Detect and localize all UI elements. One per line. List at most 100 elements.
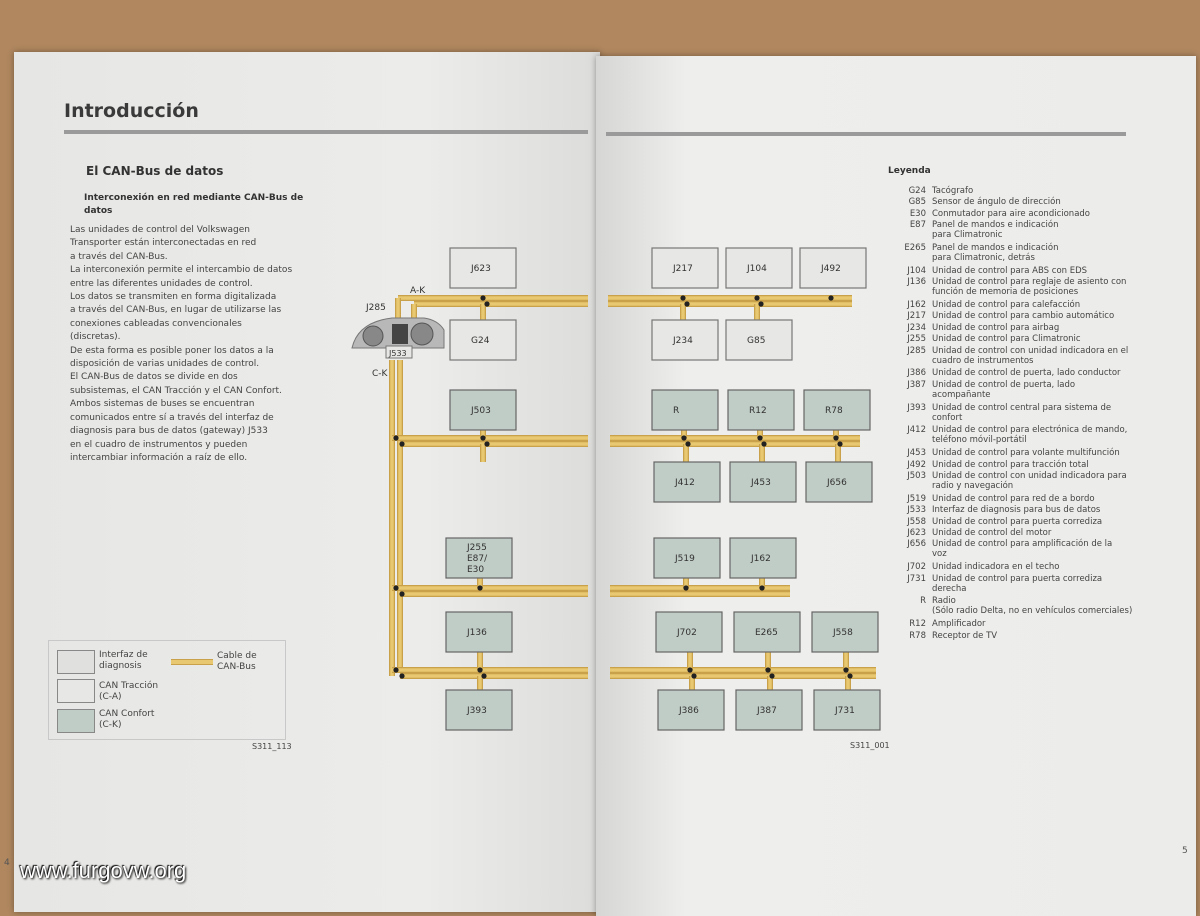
traccion-swatch bbox=[57, 679, 95, 703]
legend-code: J285 bbox=[907, 345, 926, 356]
legend-desc: Unidad de control de puerta, lado acompa… bbox=[932, 379, 1076, 400]
control-unit-j503: J503 bbox=[449, 389, 517, 431]
control-unit-j656: J656 bbox=[805, 461, 873, 503]
control-unit-j519: J519 bbox=[653, 537, 721, 579]
body-line: en el cuadro de instrumentos y pueden bbox=[70, 439, 248, 450]
bus-label-ak: A-K bbox=[410, 286, 426, 296]
legend-item: J702 Unidad indicadora en el techo bbox=[884, 562, 1184, 572]
control-unit-g85: G85 bbox=[725, 319, 793, 361]
title-rule-right bbox=[606, 132, 1126, 136]
legend-desc: Unidad de control para Climatronic bbox=[932, 334, 1081, 345]
bus-junction-dot bbox=[683, 585, 689, 591]
legend-desc: Radio (Sólo radio Delta, no en vehículos… bbox=[932, 596, 1133, 617]
control-unit-label: J217 bbox=[672, 264, 693, 274]
legend-code: J255 bbox=[907, 334, 926, 345]
legend-desc: Panel de mandos e indicación para Climat… bbox=[932, 220, 1059, 241]
control-unit-label: E265 bbox=[755, 628, 778, 638]
bus-junction-dot bbox=[687, 667, 693, 673]
legend-desc: Unidad de control con unidad indicadora … bbox=[932, 471, 1127, 491]
bus-junction-dot bbox=[691, 673, 697, 679]
control-unit-j623: J623 bbox=[449, 247, 517, 289]
bus-label-j285: J285 bbox=[365, 303, 386, 313]
legend-desc: Unidad de control para volante multifunc… bbox=[932, 448, 1120, 459]
body-line: La interconexión permite el intercambio … bbox=[70, 265, 293, 276]
bus-lines bbox=[389, 295, 876, 690]
legend-desc: Unidad indicadora en el techo bbox=[932, 562, 1060, 573]
page-number-left: 4 bbox=[4, 858, 10, 868]
body-line: Transporter están interconectadas en red bbox=[70, 238, 257, 249]
bus-junction-dot bbox=[843, 667, 849, 673]
legend-desc: Interfaz de diagnosis para bus de datos bbox=[932, 505, 1101, 516]
control-unit-label: J702 bbox=[676, 628, 697, 638]
control-unit-label: R bbox=[673, 406, 679, 416]
bus-junction-dot bbox=[833, 435, 839, 441]
legend-code: J492 bbox=[907, 459, 926, 470]
legend-code: J702 bbox=[907, 562, 926, 573]
bus-junction-dot bbox=[477, 667, 483, 673]
legend-item: J255 Unidad de control para Climatronic bbox=[884, 334, 1184, 344]
interfaz-label: Interfaz de diagnosis bbox=[99, 650, 148, 671]
legend-title: Leyenda bbox=[888, 166, 931, 176]
legend-desc: Unidad de control del motor bbox=[932, 528, 1052, 538]
control-unit-label: R12 bbox=[749, 406, 767, 416]
control-unit-j387: J387 bbox=[735, 689, 803, 731]
legend-desc: Unidad de control para amplificación de … bbox=[932, 539, 1113, 560]
interfaz-swatch bbox=[57, 650, 95, 674]
traccion-label: CAN Tracción (C-A) bbox=[99, 681, 159, 702]
legend-desc: Unidad de control de puerta, lado conduc… bbox=[932, 368, 1121, 379]
body-line: Los datos se transmiten en forma digital… bbox=[70, 292, 277, 303]
bus-junction-dot bbox=[399, 441, 405, 447]
body-line: subsistemas, el CAN Tracción y el CAN Co… bbox=[70, 385, 282, 396]
bus-junction-dot bbox=[837, 441, 843, 447]
bus-junction-dot bbox=[484, 301, 490, 307]
control-unit-label: J234 bbox=[672, 336, 693, 346]
bus-junction-dot bbox=[484, 441, 490, 447]
legend-code: G24 bbox=[908, 186, 926, 196]
bus-junction-dot bbox=[480, 295, 486, 301]
figure-code-right: S311_001 bbox=[850, 741, 890, 750]
page-title: Introducción bbox=[64, 100, 199, 122]
control-unit-label: J492 bbox=[820, 264, 841, 274]
bus-junction-dot bbox=[828, 295, 834, 301]
control-unit-e265: E265 bbox=[733, 611, 801, 653]
bus-junctions bbox=[393, 295, 853, 679]
bus-label-ck: C-K bbox=[372, 369, 389, 379]
legend-code: G85 bbox=[908, 197, 926, 208]
control-unit-j453: J453 bbox=[729, 461, 797, 503]
body-line: (discretas). bbox=[70, 332, 121, 343]
bus-junction-dot bbox=[393, 667, 399, 673]
bus-label-j533: J533 bbox=[388, 349, 407, 358]
legend-code: E87 bbox=[909, 220, 926, 231]
control-unit-label: R78 bbox=[825, 406, 843, 416]
control-unit-label: J136 bbox=[466, 628, 487, 638]
control-unit-j234: J234 bbox=[651, 319, 719, 361]
control-unit-j731: J731 bbox=[813, 689, 881, 731]
cable-label: Cable de CAN-Bus bbox=[217, 651, 257, 672]
legend-code: R12 bbox=[909, 619, 926, 630]
legend-code: J217 bbox=[907, 311, 926, 322]
control-unit-label: J104 bbox=[746, 264, 767, 274]
body-line: disposición de varias unidades de contro… bbox=[70, 359, 260, 370]
legend-code: R bbox=[920, 596, 926, 607]
control-unit-r78: R78 bbox=[803, 389, 871, 431]
legend-item: J217 Unidad de control para cambio automá… bbox=[884, 311, 1184, 321]
legend-desc: Unidad de control para red de a bordo bbox=[932, 493, 1095, 504]
legend-desc: Unidad de control para ABS con EDS bbox=[932, 265, 1088, 276]
page-number-right: 5 bbox=[1182, 846, 1188, 856]
control-unit-g24: G24 bbox=[449, 319, 517, 361]
bus-junction-dot bbox=[758, 301, 764, 307]
bus-junction-dot bbox=[684, 301, 690, 307]
bus-junction-dot bbox=[765, 667, 771, 673]
bus-junction-dot bbox=[481, 673, 487, 679]
control-unit-j162: J162 bbox=[729, 537, 797, 579]
legend-desc: Unidad de control para cambio automático bbox=[932, 311, 1115, 322]
control-unit-label: J453 bbox=[750, 478, 771, 488]
bus-junction-dot bbox=[757, 435, 763, 441]
